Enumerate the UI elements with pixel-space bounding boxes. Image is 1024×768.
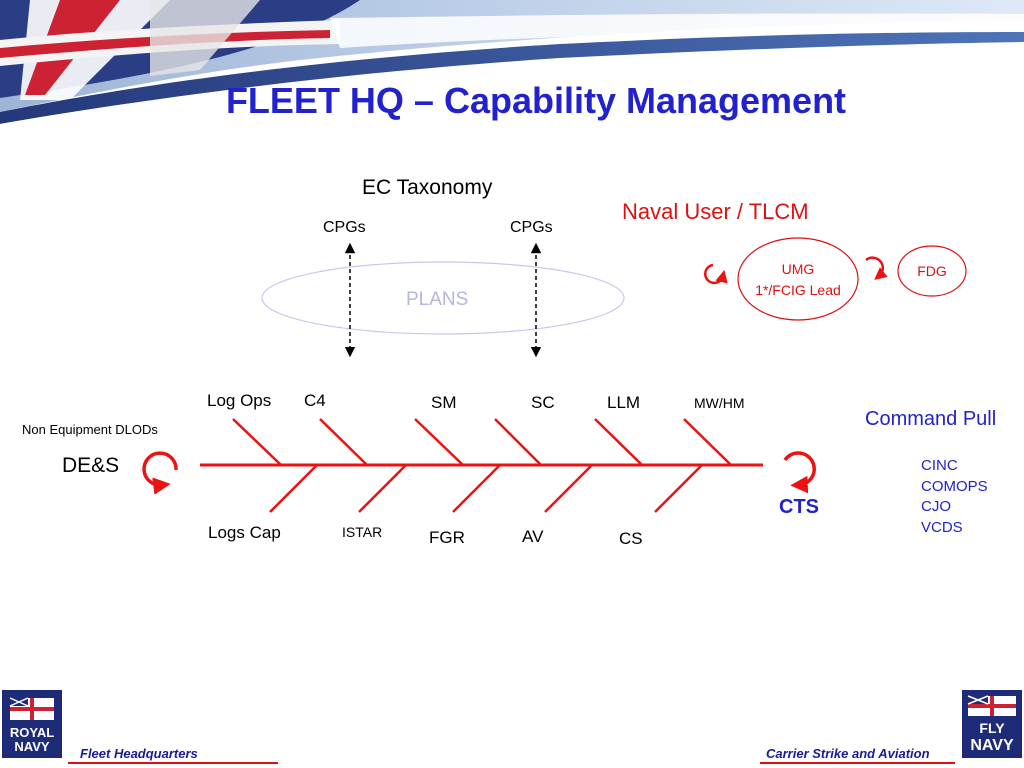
ec-taxonomy-heading: EC Taxonomy bbox=[362, 176, 493, 199]
naval-user-heading: Naval User / TLCM bbox=[622, 199, 809, 224]
footer-left-rule bbox=[68, 762, 278, 764]
fdg-ellipse bbox=[897, 245, 967, 297]
command-pull-item: COMOPS bbox=[921, 477, 988, 495]
fishbone-rib-bottom bbox=[544, 464, 593, 513]
fishbone-label-av: AV bbox=[522, 527, 544, 546]
fly-navy-logo-line1: FLY bbox=[979, 720, 1005, 736]
fishbone-rib-bottom bbox=[654, 464, 703, 513]
fishbone-rib-top bbox=[319, 418, 368, 466]
refresh-icon bbox=[865, 256, 888, 280]
slide-title: FLEET HQ – Capability Management bbox=[225, 80, 847, 121]
fishbone-rib-top bbox=[594, 418, 643, 466]
cts-label: CTS bbox=[779, 496, 819, 518]
command-pull-item: CJO bbox=[921, 498, 951, 515]
fishbone-label-mw-hm: MW/HM bbox=[694, 395, 745, 411]
command-pull-list: CINC COMOPS CJO VCDS bbox=[921, 456, 988, 538]
ensign-icon bbox=[967, 695, 1016, 716]
fishbone-label-log-ops: Log Ops bbox=[207, 391, 272, 410]
fishbone-rib-bottom bbox=[269, 464, 318, 513]
refresh-icon bbox=[704, 263, 728, 285]
command-pull-item: VCDS bbox=[921, 518, 963, 536]
fishbone-rib-top bbox=[414, 418, 464, 466]
refresh-icon bbox=[783, 451, 816, 494]
umg-ellipse bbox=[737, 237, 859, 321]
footer-left-text: Fleet Headquarters bbox=[80, 746, 198, 761]
fishbone-label-sc: SC bbox=[531, 393, 555, 412]
footer-right-text: Carrier Strike and Aviation bbox=[766, 746, 930, 761]
plans-label: PLANS bbox=[406, 289, 469, 310]
des-label: DE&S bbox=[62, 454, 120, 477]
command-pull-item: CINC bbox=[921, 457, 958, 474]
cpg-left-label: CPGs bbox=[323, 219, 366, 236]
refresh-icon bbox=[142, 451, 178, 495]
royal-navy-logo-line1: ROYAL bbox=[9, 725, 55, 740]
fly-navy-logo-line2: NAVY bbox=[970, 737, 1014, 754]
fishbone-label-istar: ISTAR bbox=[342, 524, 383, 540]
fishbone-label-logs-cap: Logs Cap bbox=[208, 523, 281, 542]
umg-lead-label: 1*/FCIG Lead bbox=[755, 282, 841, 298]
command-pull-heading: Command Pull bbox=[865, 408, 997, 430]
fishbone-label-cs: CS bbox=[619, 529, 643, 548]
non-equipment-dlods-note: Non Equipment DLODs bbox=[22, 422, 158, 437]
fdg-label: FDG bbox=[917, 263, 947, 279]
fishbone-rib-top bbox=[683, 418, 732, 466]
footer-right-rule bbox=[760, 762, 955, 764]
fly-navy-logo: FLY NAVY bbox=[962, 690, 1022, 758]
royal-navy-logo: ROYAL NAVY bbox=[2, 690, 62, 758]
fishbone-label-fgr: FGR bbox=[429, 528, 465, 547]
fishbone-label-c4: C4 bbox=[304, 391, 326, 410]
fishbone-rib-top bbox=[494, 418, 542, 466]
fishbone-rib-top bbox=[232, 418, 282, 466]
fishbone-rib-bottom bbox=[358, 464, 407, 513]
fishbone-label-sm: SM bbox=[431, 393, 457, 412]
ensign-icon bbox=[9, 697, 54, 720]
plans-ellipse bbox=[261, 261, 625, 335]
fishbone-label-llm: LLM bbox=[607, 393, 641, 412]
fishbone-rib-bottom bbox=[452, 464, 501, 513]
umg-label: UMG bbox=[781, 261, 815, 277]
royal-navy-logo-line2: NAVY bbox=[14, 739, 50, 754]
cpg-right-label: CPGs bbox=[510, 219, 553, 236]
flag-banner bbox=[0, 0, 1024, 130]
